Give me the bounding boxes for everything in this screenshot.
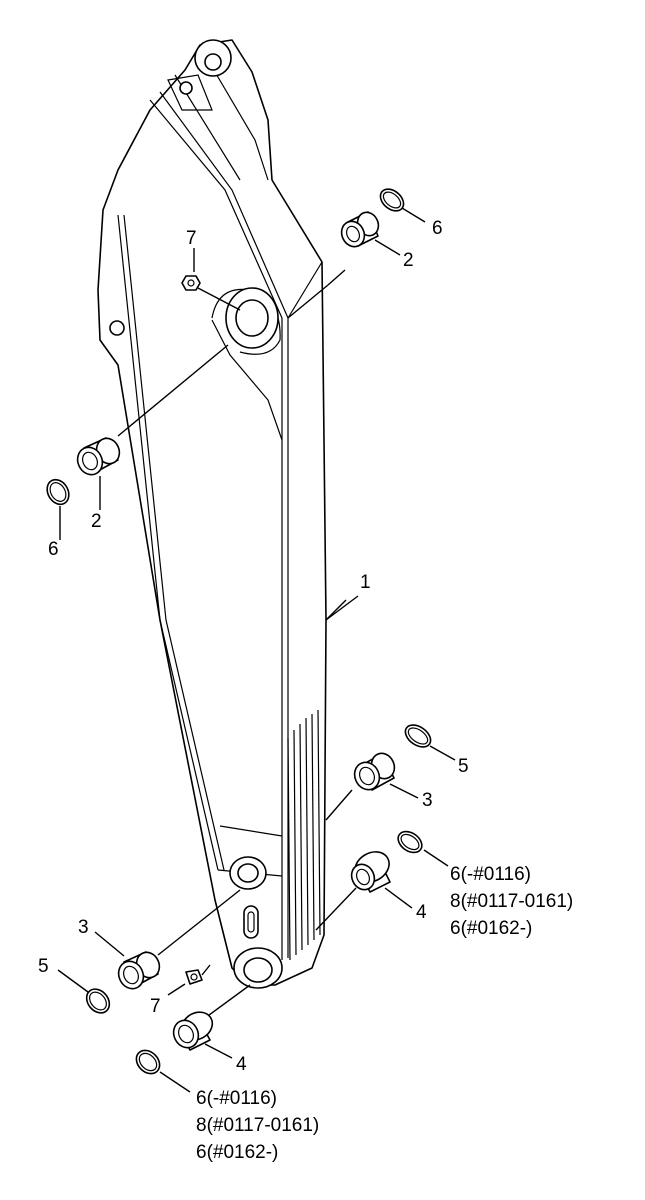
label-flanged-bushing-right: 4 [416, 902, 427, 923]
shim-upper-right [379, 188, 405, 212]
bushing-lower-right [353, 752, 396, 791]
callout-left-line-2: 8(#0117-0161) [196, 1115, 319, 1136]
bushing-upper-right [340, 211, 380, 248]
label-shim-lower-right: 5 [458, 756, 469, 777]
label-bushing-upper-right: 2 [403, 250, 414, 271]
label-shim-upper-left: 6 [48, 539, 59, 560]
callout-lines [57, 207, 456, 1093]
callout-right-line-3: 6(#0162-) [450, 918, 532, 939]
label-arm: 1 [360, 572, 371, 593]
shim-callout-left [135, 1049, 161, 1075]
grease-fitting-bottom [185, 969, 203, 985]
shim-lower-left [85, 988, 111, 1014]
callout-right-line-2: 8(#0117-0161) [450, 891, 573, 912]
callout-left-line-3: 6(#0162-) [196, 1142, 278, 1163]
shim-callout-right [397, 830, 423, 854]
label-bushing-lower-left: 3 [78, 917, 89, 938]
arm-body [97, 39, 327, 989]
label-flanged-bushing-left: 4 [236, 1054, 247, 1075]
label-grease-fitting-bottom: 7 [150, 996, 161, 1017]
leader-lines [117, 284, 359, 1019]
label-bushing-lower-right: 3 [422, 790, 433, 811]
shim-upper-left [46, 478, 70, 506]
part-labels: 1 2 2 3 3 4 4 5 5 6 6 7 7 6(-#0116) 8(#0… [38, 218, 573, 1163]
bushing-lower-left [117, 951, 161, 990]
label-grease-fitting-top: 7 [186, 228, 197, 249]
label-bushing-upper-left: 2 [91, 511, 102, 532]
grease-fitting-top [181, 275, 201, 291]
callout-right-line-1: 6(-#0116) [450, 864, 531, 885]
flanged-bushing-left [172, 1011, 214, 1051]
flanged-bushing-right [350, 851, 391, 893]
bushing-upper-left [76, 437, 121, 476]
label-shim-lower-left: 5 [38, 956, 49, 977]
callout-left-line-1: 6(-#0116) [196, 1088, 277, 1109]
label-shim-upper-right: 6 [432, 218, 443, 239]
shim-lower-right [404, 724, 432, 748]
